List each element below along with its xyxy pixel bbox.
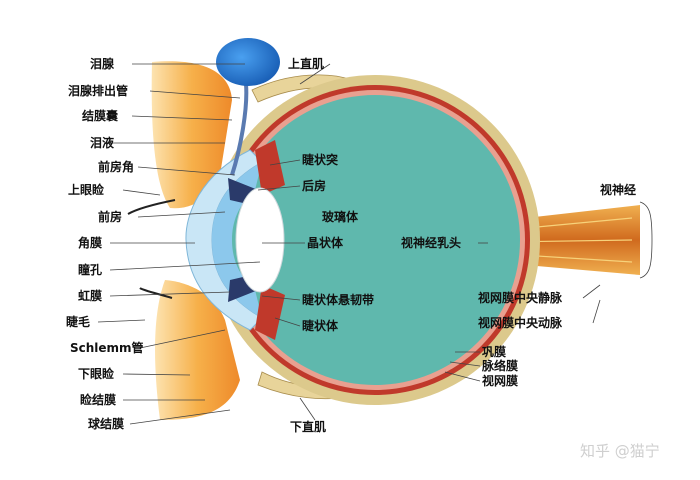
central-retinal-artery-label: 视网膜中央动脉 [478, 316, 563, 330]
lacrimal-gland-label: 泪腺 [90, 57, 115, 71]
upper-eyelashes [127, 199, 176, 215]
zonule-label: 睫状体悬韧带 [302, 293, 375, 307]
lens-shape [235, 187, 285, 293]
tears-label: 泪液 [90, 136, 115, 150]
ciliary-process-label: 睫状突 [302, 153, 339, 167]
lower-eyelid-label: 下眼睑 [78, 367, 115, 381]
watermark: 知乎 @猫宁 [580, 442, 660, 460]
schlemm-canal-label: Schlemm管 [70, 341, 144, 355]
eyelash-label: 睫毛 [66, 315, 91, 329]
upper-eyelid-label: 上眼睑 [68, 183, 105, 197]
vitreous-body-label: 玻璃体 [322, 210, 359, 224]
conjunctival-sac-label: 结膜囊 [82, 109, 119, 123]
upper-eyelid-tissue [151, 61, 232, 209]
lacrimal-duct-shape [230, 83, 249, 176]
lens-label: 晶状体 [307, 236, 344, 250]
palpebral-conjunctiva-label: 睑结膜 [80, 393, 117, 407]
inferior-rectus-label: 下直肌 [290, 420, 327, 434]
optic-nerve-label: 视神经 [600, 183, 637, 197]
posterior-chamber-label: 后房 [302, 179, 327, 193]
anterior-chamber-shape [212, 162, 262, 318]
sclera-label: 巩膜 [482, 345, 507, 359]
anterior-chamber-label: 前房 [98, 210, 123, 224]
ciliary-body-upper [255, 140, 285, 195]
central-retinal-vein-label: 视网膜中央静脉 [478, 291, 563, 305]
lower-eyelid-tissue [155, 280, 240, 420]
lower-eyelashes [139, 287, 173, 299]
anterior-chamber-angle-label: 前房角 [98, 160, 135, 174]
choroid-label: 脉络膜 [482, 359, 519, 373]
bulbar-conjunctiva-label: 球结膜 [88, 417, 125, 431]
optic-disc-label: 视神经乳头 [401, 236, 462, 250]
lacrimal-gland-shape [216, 38, 280, 86]
superior-rectus-label: 上直肌 [288, 57, 325, 71]
cornea-label: 角膜 [78, 236, 103, 250]
ciliary-body-label: 睫状体 [302, 319, 339, 333]
retina-label: 视网膜 [482, 374, 519, 388]
lacrimal-duct-label: 泪腺排出管 [68, 84, 129, 98]
iris-label: 虹膜 [78, 289, 103, 303]
leader-lines [97, 63, 653, 425]
vitreous-body-shape [230, 95, 520, 385]
pupil-label: 瞳孔 [78, 263, 103, 277]
ciliary-body-lower [255, 285, 285, 340]
